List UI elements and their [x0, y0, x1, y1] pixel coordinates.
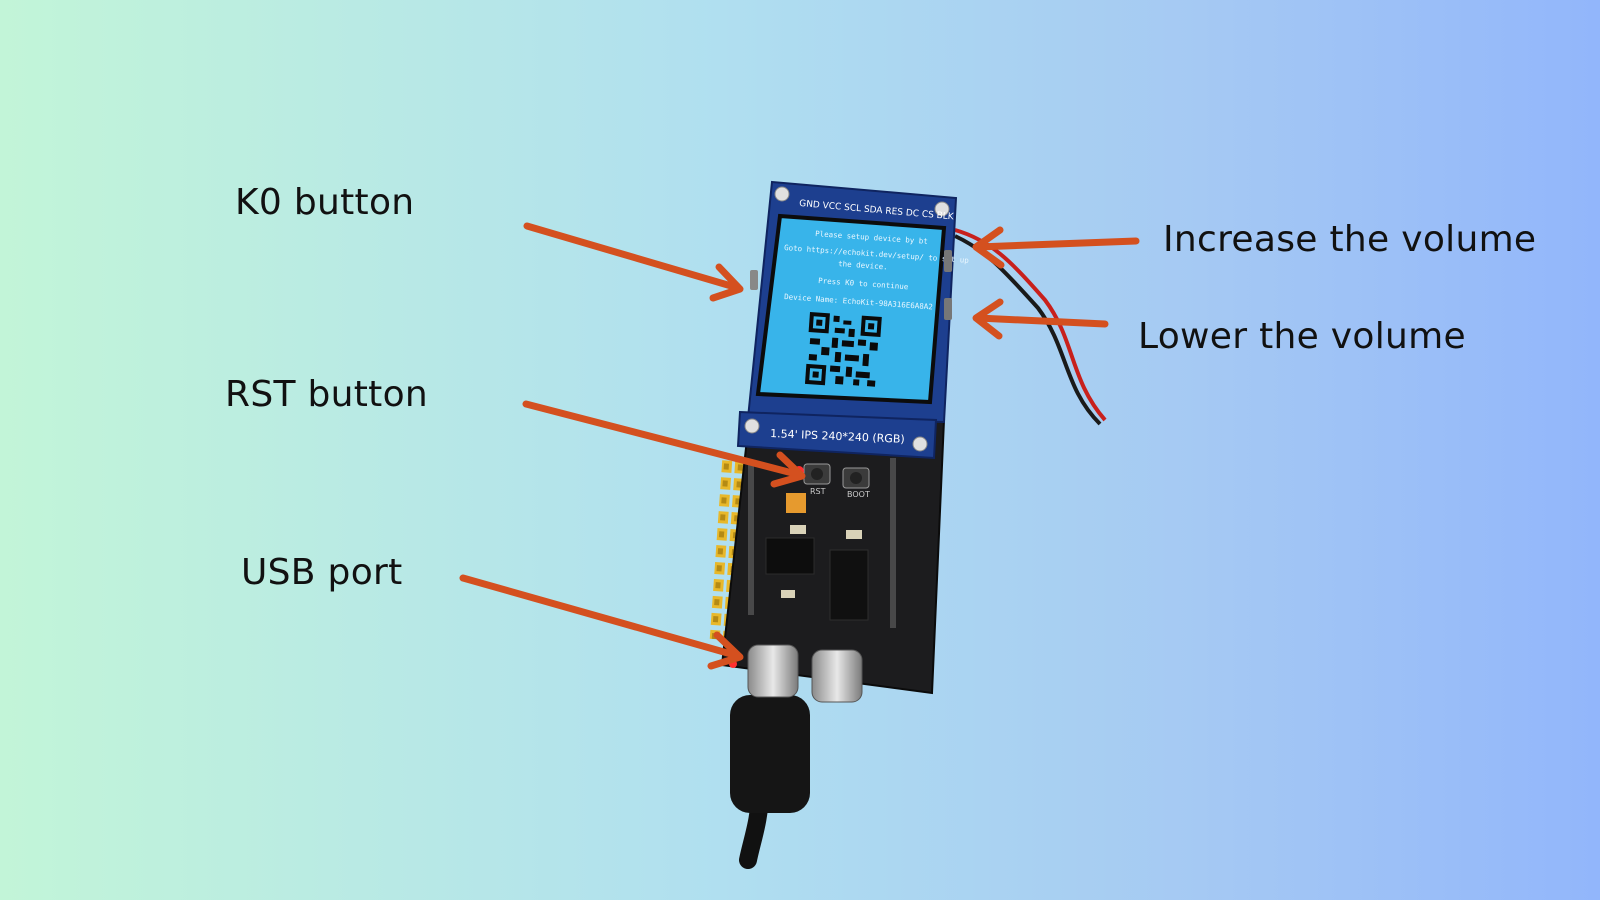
qr-code-icon	[804, 312, 882, 389]
volume-up-arrow	[972, 226, 1140, 269]
rst-button-label: RST button	[225, 374, 429, 415]
mount-hole-tl	[774, 186, 790, 202]
rst-arrow	[522, 400, 806, 488]
increase-volume-label: Increase the volume	[1163, 219, 1537, 260]
usb-chip	[829, 549, 869, 621]
k0-button-label: K0 button	[235, 182, 415, 223]
display-spec-strip	[736, 410, 938, 460]
display-spec-text: 1.54' IPS 240*240 (RGB)	[770, 427, 905, 446]
cap-orange	[786, 493, 806, 513]
usb-cable-plug	[730, 695, 810, 813]
lcd-screen	[755, 213, 947, 405]
voltage-regulator	[765, 537, 815, 575]
mount-hole-br	[912, 436, 928, 452]
rst-silkscreen: RST	[810, 487, 826, 496]
usb-c-port-right[interactable]	[811, 649, 863, 703]
screen-line-3: the device.	[838, 259, 888, 271]
pcb-pin-labels	[748, 458, 896, 628]
lower-volume-label: Lower the volume	[1138, 316, 1466, 357]
k0-arrow	[523, 222, 744, 302]
smd-2	[846, 530, 862, 539]
smd-3	[781, 590, 795, 598]
smd-1	[790, 525, 806, 534]
rst-button-cap[interactable]	[811, 468, 823, 480]
mount-hole-bl	[744, 418, 760, 434]
mount-hole-tr	[934, 201, 950, 217]
boot-button-cap[interactable]	[850, 472, 862, 484]
usb-arrow	[459, 574, 744, 670]
volume-up-button[interactable]	[944, 250, 952, 272]
speaker-wire-black	[954, 234, 1102, 426]
boot-silkscreen: BOOT	[847, 490, 870, 499]
volume-down-button[interactable]	[944, 298, 952, 320]
callout-arrows	[459, 222, 1140, 670]
volume-down-arrow	[972, 298, 1109, 340]
usb-port-label: USB port	[241, 552, 403, 593]
k0-button[interactable]	[750, 270, 758, 290]
usb-c-port-left[interactable]	[747, 644, 799, 698]
